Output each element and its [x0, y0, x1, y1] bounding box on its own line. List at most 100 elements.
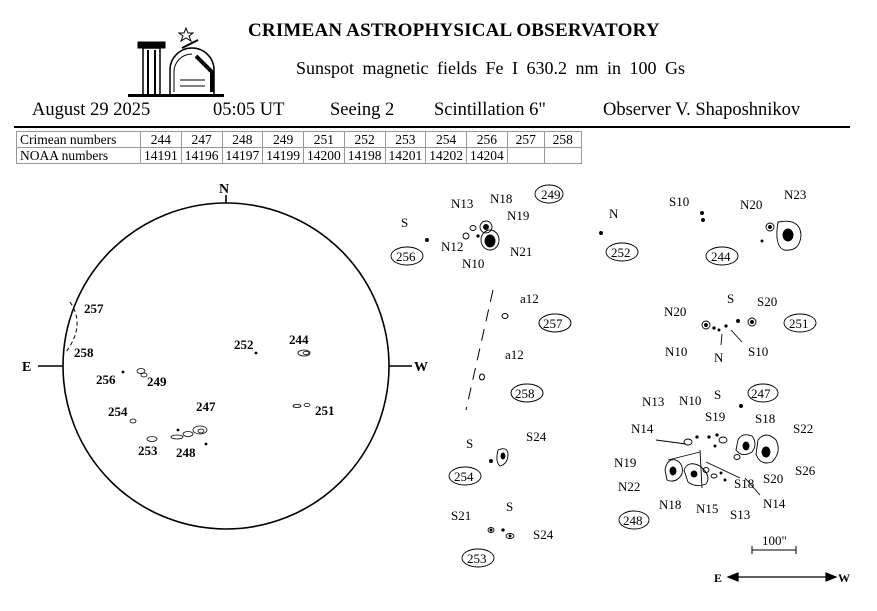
crimean-cell: 249	[262, 131, 304, 148]
polarity-label: S	[727, 291, 734, 306]
polarity-label: S20	[763, 471, 783, 486]
polarity-label: S10	[748, 344, 768, 359]
polarity-label: N14	[631, 421, 654, 436]
disk-east-label: E	[22, 360, 31, 375]
disk-region-label: 244	[289, 332, 309, 347]
polarity-label: N20	[740, 197, 762, 212]
polarity-label: S21	[451, 508, 471, 523]
east-west-arrow-icon	[726, 572, 838, 582]
region-254-detail	[448, 448, 509, 486]
observation-time: 05:05 UT	[213, 100, 285, 120]
observation-seeing: Seeing 2	[330, 100, 395, 120]
region-id-label: 254	[454, 469, 474, 484]
noaa-cell: 14204	[466, 147, 508, 164]
polarity-label: S20	[757, 294, 777, 309]
region-id-label: 248	[623, 513, 643, 528]
crimean-cell: 251	[303, 131, 345, 148]
disk-region-label: 252	[234, 337, 254, 352]
polarity-label: N10	[665, 344, 687, 359]
disk-region-label: 249	[147, 374, 167, 389]
region-253-detail	[461, 527, 515, 568]
chart-subtitle: Sunspot magnetic fields Fe I 630.2 nm in…	[296, 58, 685, 78]
polarity-label: S19	[705, 409, 725, 424]
region-id-label: 244	[711, 249, 731, 264]
disk-region-label: 256	[96, 372, 116, 387]
region-numbers-table: Crimean numbers 244 247 248 249 251 252 …	[16, 131, 582, 164]
region-247-248-detail	[618, 383, 779, 530]
polarity-label: a12	[505, 347, 524, 362]
noaa-cell: 14201	[384, 147, 427, 164]
region-id-label: 257	[543, 316, 563, 331]
observation-date: August 29 2025	[32, 100, 151, 120]
polarity-label: N10	[462, 256, 484, 271]
disk-region-label: 248	[176, 445, 196, 460]
noaa-label: NOAA numbers	[16, 147, 141, 164]
crimean-cell: 253	[384, 131, 427, 148]
arrow-east-label: E	[714, 571, 722, 585]
region-id-label: 258	[515, 386, 535, 401]
polarity-label: N13	[642, 394, 664, 409]
polarity-label: N12	[441, 239, 463, 254]
observatory-logo-icon	[128, 26, 224, 97]
region-id-label: 253	[467, 551, 487, 566]
polarity-label: S	[714, 387, 721, 402]
noaa-cell: 14198	[343, 147, 386, 164]
header-rule	[14, 126, 850, 128]
noaa-cell: 14197	[221, 147, 264, 164]
region-id-label: 252	[611, 245, 631, 260]
polarity-label: S	[401, 215, 408, 230]
region-251-detail	[701, 313, 817, 346]
observer-name: Observer V. Shaposhnikov	[603, 100, 801, 120]
polarity-label: N	[609, 206, 619, 221]
noaa-cell: 14191	[140, 147, 182, 164]
region-id-label: 247	[751, 386, 771, 401]
polarity-label: S22	[793, 421, 813, 436]
disk-spots	[121, 349, 311, 446]
noaa-cell: 14199	[262, 147, 304, 164]
polarity-label: S10	[669, 194, 689, 209]
polarity-label: S18	[734, 476, 754, 491]
polarity-label: S	[466, 436, 473, 451]
polarity-label: N19	[614, 455, 636, 470]
polarity-label: S	[506, 499, 513, 514]
crimean-numbers-row: Crimean numbers 244 247 248 249 251 252 …	[16, 131, 582, 148]
scale-bar	[751, 546, 797, 554]
region-244-detail	[700, 211, 802, 266]
polarity-label: N18	[490, 191, 512, 206]
noaa-numbers-row: NOAA numbers 14191 14196 14197 14199 142…	[16, 147, 582, 164]
scale-label: 100"	[762, 533, 787, 548]
polarity-label: a12	[520, 291, 539, 306]
region-257-258-detail	[465, 289, 572, 411]
polarity-label: N21	[510, 244, 532, 259]
region-256-detail	[390, 238, 429, 266]
polarity-label: N14	[763, 496, 786, 511]
noaa-cell: 14202	[425, 147, 467, 164]
disk-region-label: 251	[315, 403, 335, 418]
polarity-label: N	[714, 350, 724, 365]
polarity-label: N22	[618, 479, 640, 494]
disk-north-label: N	[219, 182, 229, 197]
polarity-label: N20	[664, 304, 686, 319]
region-id-label: 251	[789, 316, 809, 331]
region-id-label: 249	[541, 187, 561, 202]
crimean-cell: 254	[425, 131, 467, 148]
solar-disk	[38, 195, 412, 530]
polarity-label: S26	[795, 463, 816, 478]
disk-region-label: 253	[138, 443, 158, 458]
polarity-label: N10	[679, 393, 701, 408]
polarity-label: S24	[533, 527, 554, 542]
disk-region-label: 258	[74, 345, 94, 360]
observatory-title: CRIMEAN ASTROPHYSICAL OBSERVATORY	[248, 20, 660, 41]
disk-region-label: 247	[196, 399, 216, 414]
arrow-west-label: W	[838, 571, 850, 585]
noaa-cell: 14196	[180, 147, 223, 164]
region-id-label: 256	[396, 249, 416, 264]
crimean-cell: 256	[466, 131, 508, 148]
disk-region-label: 257	[84, 301, 104, 316]
disk-west-label: W	[414, 360, 428, 375]
polarity-label: N15	[696, 501, 718, 516]
polarity-label: N23	[784, 187, 806, 202]
region-249-detail	[462, 184, 564, 251]
polarity-label: S18	[755, 411, 775, 426]
